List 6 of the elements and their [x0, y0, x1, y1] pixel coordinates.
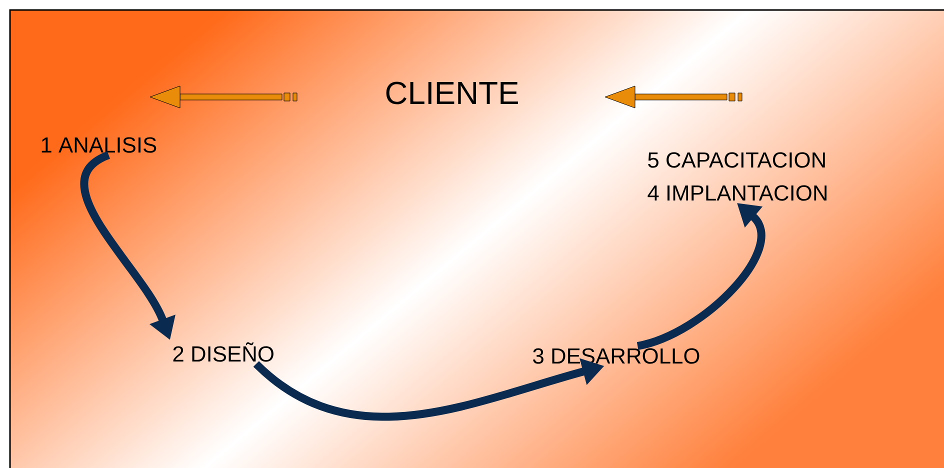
step-label: 4 IMPLANTACION	[648, 185, 826, 201]
step-label: 3 DESARROLLO	[533, 348, 700, 364]
step-label: 2 DISEÑO	[173, 342, 274, 362]
step-label: 1 ANALISIS	[42, 137, 156, 153]
step-label: 5 CAPACITACION	[648, 152, 825, 168]
title-label: CLIENTE	[386, 82, 518, 104]
